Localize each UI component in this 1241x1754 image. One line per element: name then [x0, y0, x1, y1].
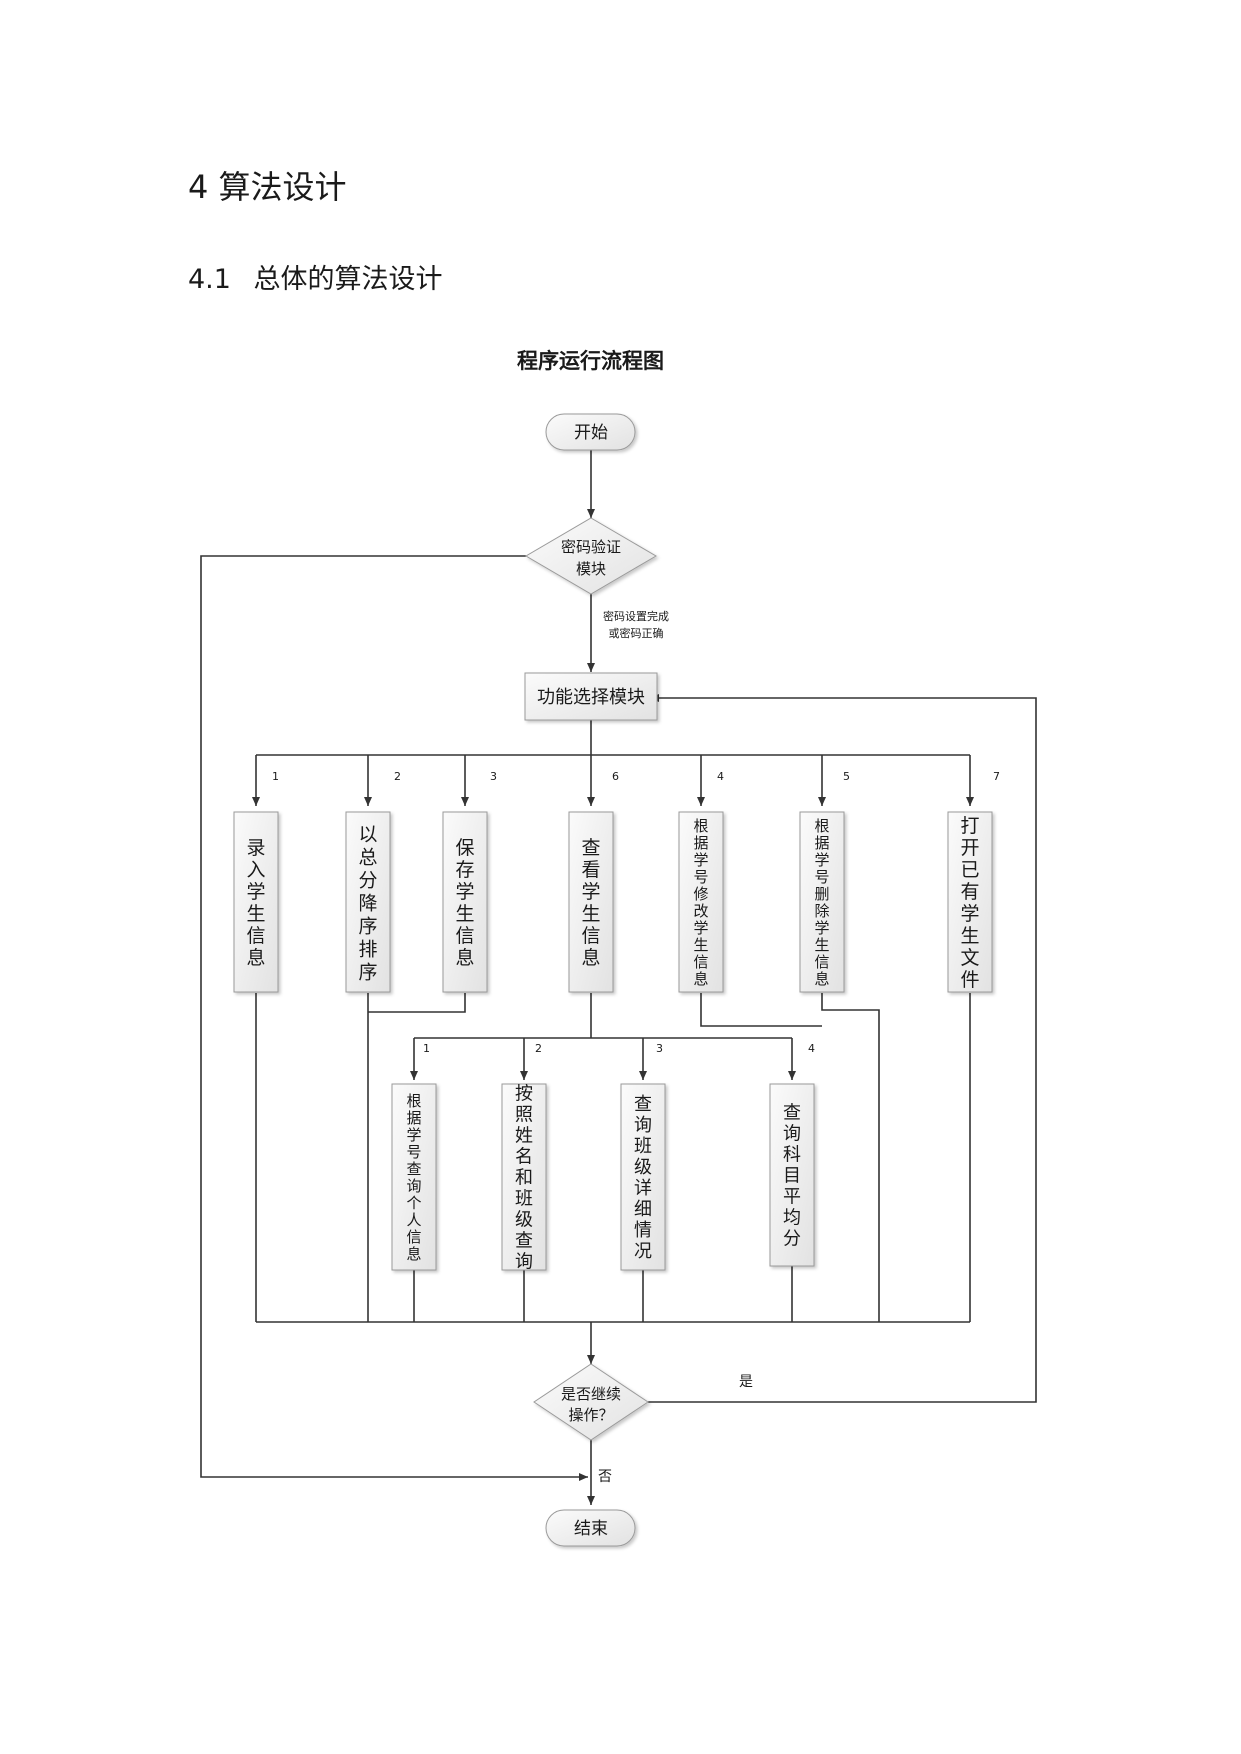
- function-number-1: 1: [272, 770, 279, 783]
- section-title: 算法设计: [218, 168, 347, 206]
- subsection-title: 总体的算法设计: [253, 264, 443, 295]
- section-number: 4: [188, 168, 209, 206]
- password-ok-line2: 或密码正确: [609, 626, 664, 640]
- query-box-4: 查询科目平均分: [769, 1083, 815, 1267]
- function-label-7: 打开已有学生文件: [960, 815, 979, 991]
- subsection-heading: 4.1 总体的算法设计: [188, 257, 443, 296]
- query-box-3: 查询班级详细情况: [620, 1083, 666, 1271]
- function-label-3: 保存学生信息: [455, 837, 474, 969]
- subsection-number: 4.1: [188, 264, 231, 295]
- password-decision: 密码验证 模块: [525, 517, 657, 595]
- menu-node: 功能选择模块: [524, 672, 658, 721]
- query-box-1: 根据学号查询个人信息: [391, 1083, 437, 1271]
- query-number-4: 4: [808, 1042, 815, 1055]
- section-heading: 4 算法设计: [188, 162, 347, 208]
- function-number-2: 2: [394, 770, 401, 783]
- password-label-line1: 密码验证: [561, 538, 621, 556]
- function-number-3: 3: [490, 770, 497, 783]
- password-ok-line1: 密码设置完成: [603, 609, 669, 623]
- menu-label: 功能选择模块: [537, 687, 645, 708]
- query-label-3: 查询班级详细情况: [634, 1094, 652, 1262]
- query-number-1: 1: [423, 1042, 430, 1055]
- function-label-6: 根据学号删除学生信息: [814, 817, 829, 988]
- no-label: 否: [598, 1469, 612, 1485]
- function-box-4: 查看学生信息: [568, 811, 614, 993]
- query-label-1: 根据学号查询个人信息: [406, 1092, 421, 1263]
- start-node: 开始: [545, 413, 636, 451]
- query-number-3: 3: [656, 1042, 663, 1055]
- function-box-2: 以总分降序排序: [345, 811, 391, 993]
- function-label-5: 根据学号修改学生信息: [693, 817, 708, 988]
- query-box-2: 按照姓名和班级查询: [501, 1083, 547, 1273]
- query-number-2: 2: [535, 1042, 542, 1055]
- flow-lines: [200, 450, 1037, 1505]
- continue-label-line1: 是否继续: [561, 1385, 621, 1403]
- function-box-1: 录入学生信息: [233, 811, 279, 993]
- password-label-line2: 模块: [576, 560, 606, 578]
- function-label-2: 以总分降序排序: [358, 823, 377, 983]
- function-box-6: 根据学号删除学生信息: [799, 811, 845, 993]
- query-label-2: 按照姓名和班级查询: [515, 1084, 533, 1273]
- end-label: 结束: [574, 1519, 608, 1539]
- continue-decision: 是否继续 操作？: [533, 1363, 649, 1441]
- function-box-7: 打开已有学生文件: [947, 811, 993, 993]
- function-number-6: 5: [843, 770, 850, 783]
- start-label: 开始: [574, 423, 608, 443]
- function-number-7: 7: [993, 770, 1000, 783]
- continue-label-line2: 操作？: [568, 1406, 613, 1424]
- flowchart-title: 程序运行流程图: [517, 349, 664, 373]
- yes-label: 是: [739, 1374, 753, 1390]
- query-label-4: 查询科目平均分: [783, 1103, 801, 1250]
- function-box-3: 保存学生信息: [442, 811, 488, 993]
- function-box-5: 根据学号修改学生信息: [678, 811, 724, 993]
- end-node: 结束: [545, 1509, 636, 1547]
- function-label-4: 查看学生信息: [581, 837, 600, 969]
- function-label-1: 录入学生信息: [246, 837, 265, 969]
- function-number-5: 4: [717, 770, 724, 783]
- function-number-4: 6: [612, 770, 619, 783]
